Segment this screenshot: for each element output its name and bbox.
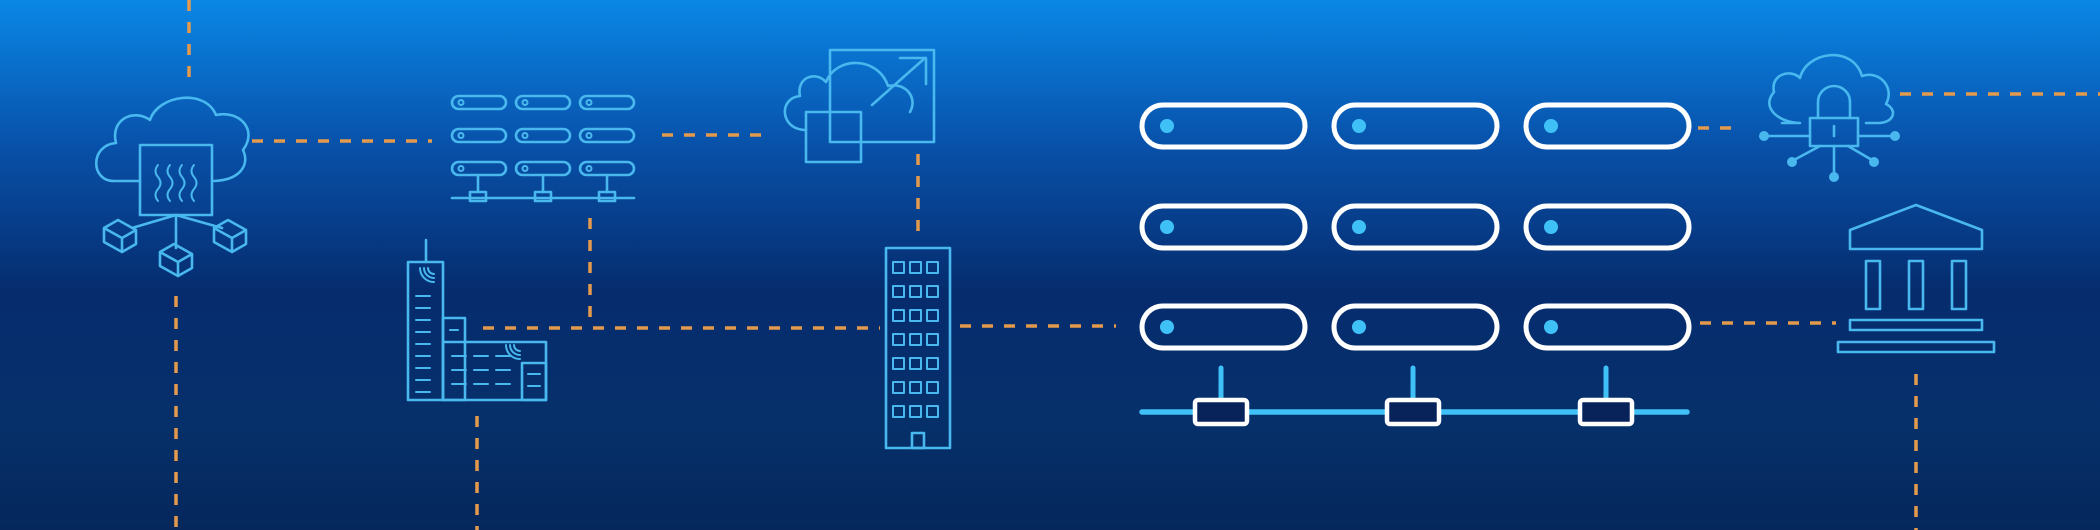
- tower-window: [892, 309, 905, 322]
- tower-window: [892, 261, 905, 274]
- tower-window: [892, 333, 905, 346]
- bus-node: [1192, 397, 1250, 427]
- server-led: [1544, 119, 1558, 133]
- server-unit: [1523, 303, 1692, 351]
- bus-node: [1577, 397, 1635, 427]
- connectors: [174, 0, 2100, 530]
- tower-window: [909, 333, 922, 346]
- server-unit: [1139, 102, 1308, 150]
- tower-building-icon: [884, 246, 952, 450]
- tower-window: [909, 381, 922, 394]
- tower-windows: [892, 261, 939, 418]
- server-unit: [1139, 203, 1308, 251]
- bus-node: [1384, 397, 1442, 427]
- tower-window: [926, 285, 939, 298]
- server-unit: [1523, 203, 1692, 251]
- tower-window: [892, 405, 905, 418]
- tower-window: [909, 405, 922, 418]
- cloud-deploy-icon: [783, 48, 936, 164]
- bank-icon: [1836, 203, 1996, 354]
- tower-window: [909, 261, 922, 274]
- server-cluster-icon: [1139, 102, 1692, 427]
- server-led: [1160, 119, 1174, 133]
- tower-window: [909, 309, 922, 322]
- server-rack-small-icon: [450, 94, 636, 203]
- server-unit: [1331, 102, 1500, 150]
- server-led: [1352, 220, 1366, 234]
- server-unit: [1331, 203, 1500, 251]
- cloud-lock-icon: [1759, 53, 1900, 182]
- server-led: [1352, 119, 1366, 133]
- server-unit: [1523, 102, 1692, 150]
- server-led: [1544, 320, 1558, 334]
- server-unit: [1139, 303, 1308, 351]
- tower-window: [926, 357, 939, 370]
- tower-window: [909, 357, 922, 370]
- cloud-server-icon: [94, 96, 250, 278]
- tower-window: [909, 285, 922, 298]
- server-led: [1160, 320, 1174, 334]
- tower-window: [926, 309, 939, 322]
- tower-window: [926, 381, 939, 394]
- office-buildings-icon: [406, 238, 548, 402]
- tower-window: [892, 357, 905, 370]
- server-led: [1544, 220, 1558, 234]
- server-unit: [1331, 303, 1500, 351]
- tower-window: [926, 261, 939, 274]
- server-led: [1352, 320, 1366, 334]
- tower-window: [892, 381, 905, 394]
- tower-window: [892, 285, 905, 298]
- server-led: [1160, 220, 1174, 234]
- tower-window: [926, 333, 939, 346]
- tower-window: [926, 405, 939, 418]
